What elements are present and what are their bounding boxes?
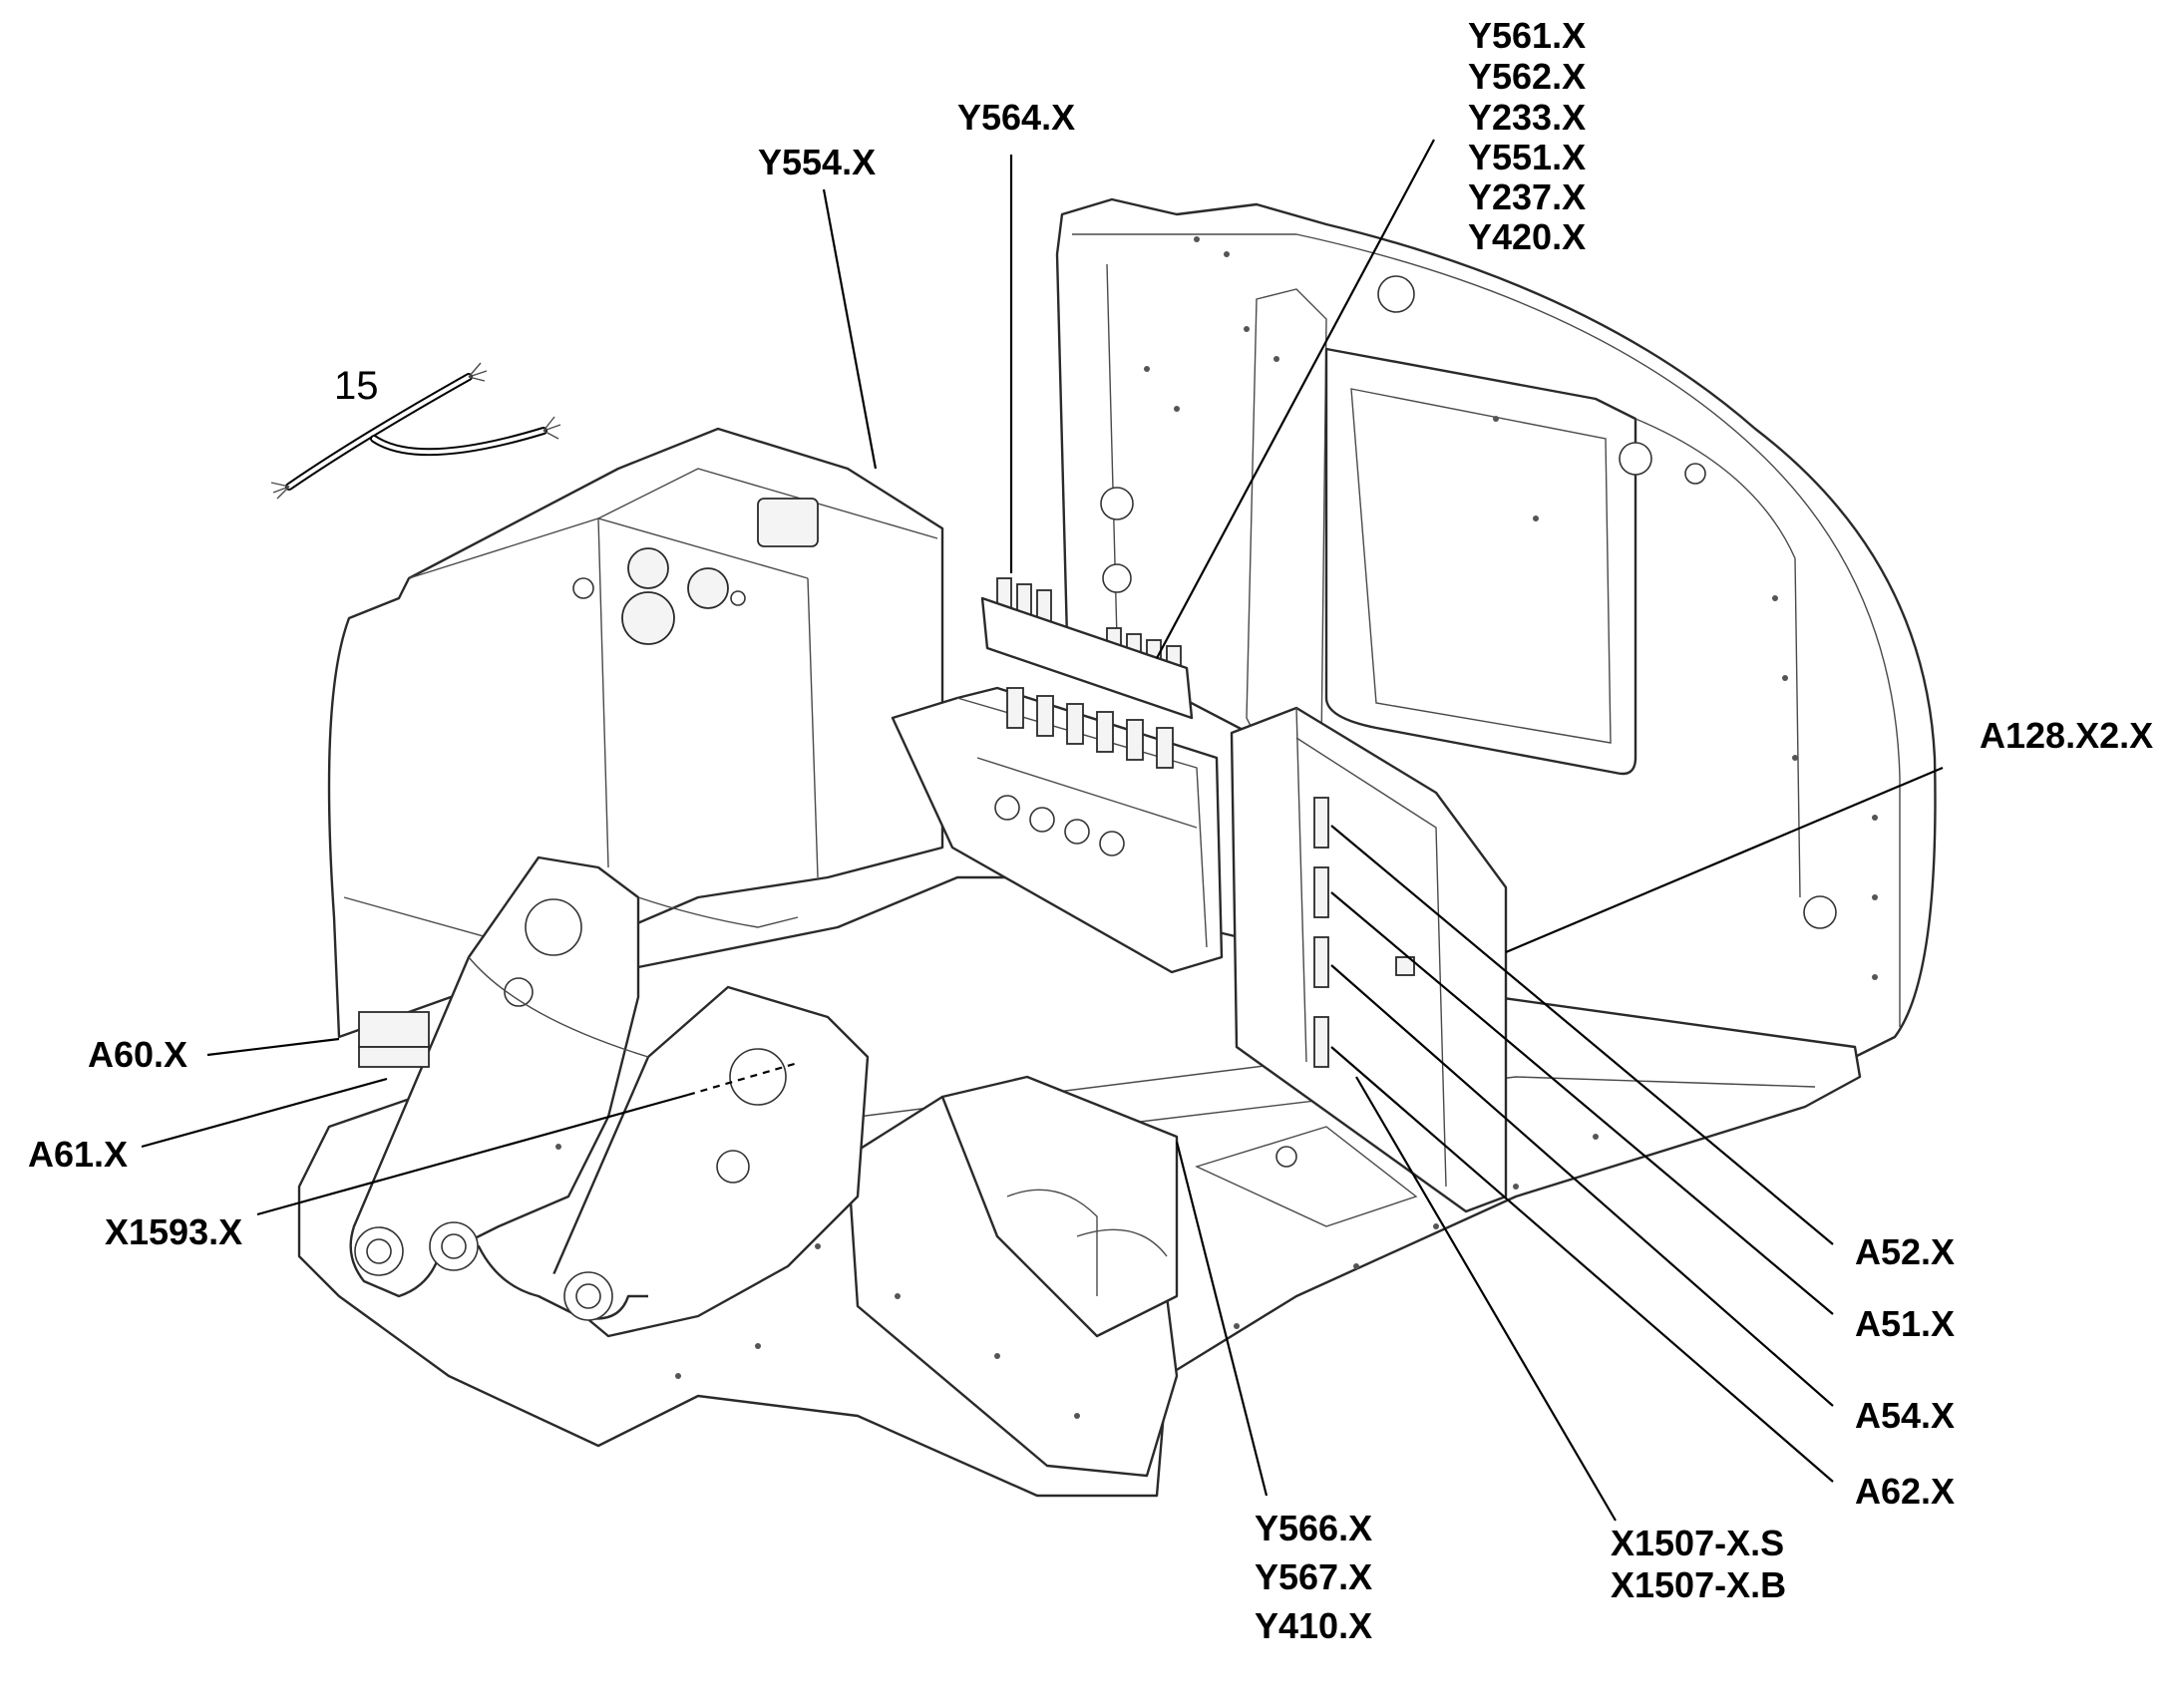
leader-a51 [1330, 891, 1834, 1315]
leader-valve-group [1156, 139, 1435, 659]
label-y410: Y410.X [1255, 1605, 1372, 1646]
machine-upper-frame-drawing [297, 197, 1937, 1498]
label-y564: Y564.X [957, 97, 1075, 138]
label-a60: A60.X [88, 1034, 187, 1075]
label-x1507-b: X1507-X.B [1611, 1564, 1786, 1605]
leader-y566-group [1175, 1141, 1269, 1497]
leader-a54 [1330, 964, 1834, 1407]
leader-x1507 [1355, 1076, 1617, 1522]
leader-a52 [1330, 825, 1834, 1245]
label-y551: Y551.X [1468, 137, 1586, 177]
label-a128: A128.X2.X [1980, 715, 2153, 756]
leader-y554 [822, 188, 878, 470]
label-x1593: X1593.X [105, 1211, 242, 1252]
label-a51: A51.X [1855, 1303, 1955, 1344]
mounting-holes [555, 236, 1878, 1419]
label-y561: Y561.X [1468, 15, 1586, 56]
leader-x1593 [256, 1093, 689, 1216]
leader-x1593-hidden [687, 1061, 799, 1097]
inner-partition-wall [940, 1075, 1179, 1338]
label-a52: A52.X [1855, 1231, 1955, 1272]
label-y567: Y567.X [1255, 1556, 1372, 1597]
label-a62: A62.X [1855, 1471, 1955, 1512]
tank-block [327, 427, 944, 1039]
cable-item-15: 15 [270, 362, 561, 500]
leader-a128 [1505, 766, 1944, 954]
valve-mount-plate [980, 596, 1194, 720]
label-a61: A61.X [28, 1134, 128, 1175]
label-y237: Y237.X [1468, 176, 1586, 217]
label-a54: A54.X [1855, 1395, 1955, 1436]
connector-block-3 [1313, 936, 1329, 988]
leader-a62 [1330, 1046, 1834, 1483]
label-x1507-s: X1507-X.S [1611, 1523, 1784, 1563]
leader-lines [141, 139, 1944, 1522]
counterweight-window [1324, 347, 1637, 776]
boom-bracket-front [546, 985, 870, 1338]
connector-block-4 [1313, 1016, 1329, 1068]
cable-item-number: 15 [334, 364, 379, 408]
label-y566: Y566.X [1255, 1508, 1372, 1548]
leader-a60 [206, 1037, 340, 1057]
connector-block-2 [1313, 866, 1329, 918]
connector-block-1 [1313, 797, 1329, 849]
label-y554: Y554.X [758, 142, 876, 182]
label-y420: Y420.X [1468, 216, 1586, 257]
label-y562: Y562.X [1468, 56, 1586, 97]
front-connector-bracket [358, 1011, 430, 1048]
callout-labels: Y554.X Y564.X Y561.X Y562.X Y233.X Y551.… [28, 15, 2153, 1646]
label-y233: Y233.X [1468, 97, 1586, 138]
leader-a61 [141, 1077, 388, 1149]
